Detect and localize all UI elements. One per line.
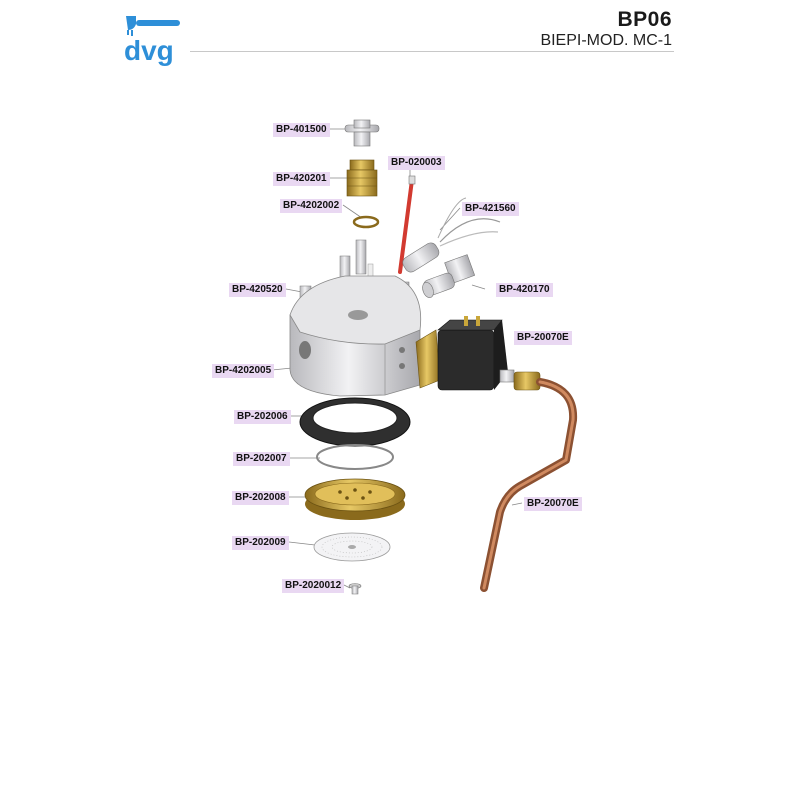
- part-4202002-o-ring: [352, 215, 380, 229]
- part-label: BP-202007: [233, 452, 290, 466]
- part-label: BP-420201: [273, 172, 330, 186]
- part-202009-shower-screen: [313, 532, 391, 562]
- part-label: BP-202009: [232, 536, 289, 550]
- part-label: BP-202008: [232, 491, 289, 505]
- part-401500-valve: [344, 119, 380, 147]
- part-20070e-copper-pipe: [480, 371, 578, 592]
- part-label: BP-421560: [462, 202, 519, 216]
- part-4202005-group-block: [289, 275, 422, 397]
- part-020003-red-tube: [398, 175, 416, 274]
- part-label: BP-2020012: [282, 579, 345, 593]
- part-202006-gasket: [299, 397, 411, 447]
- part-label: BP-4202002: [280, 199, 343, 213]
- diagram-model: BIEPI-MOD. MC-1: [540, 32, 672, 49]
- part-2020012-screw: [348, 583, 362, 595]
- part-label: BP-4202005: [212, 364, 275, 378]
- part-420170-elbow-fitting: [422, 254, 476, 299]
- part-label: BP-202006: [234, 410, 291, 424]
- part-label: BP-20070E: [514, 331, 572, 345]
- part-202007-spring-ring: [316, 444, 394, 470]
- part-20070e-solenoid-valve: [415, 316, 515, 391]
- part-label: BP-020003: [388, 156, 445, 170]
- header-divider: [190, 51, 674, 52]
- part-421560-sensor: [402, 197, 501, 273]
- part-label: BP-420520: [229, 283, 286, 297]
- portafilter-icon: [126, 16, 180, 36]
- part-420201-brass-fitting: [346, 159, 378, 197]
- brand-text: dvg: [124, 35, 174, 66]
- part-label: BP-420170: [496, 283, 553, 297]
- dvg-logo: dvg: [124, 16, 180, 66]
- part-label: BP-20070E: [524, 497, 582, 511]
- part-label: BP-401500: [273, 123, 330, 137]
- diagram-code: BP06: [617, 8, 672, 31]
- part-202008-shower-holder: [304, 478, 406, 520]
